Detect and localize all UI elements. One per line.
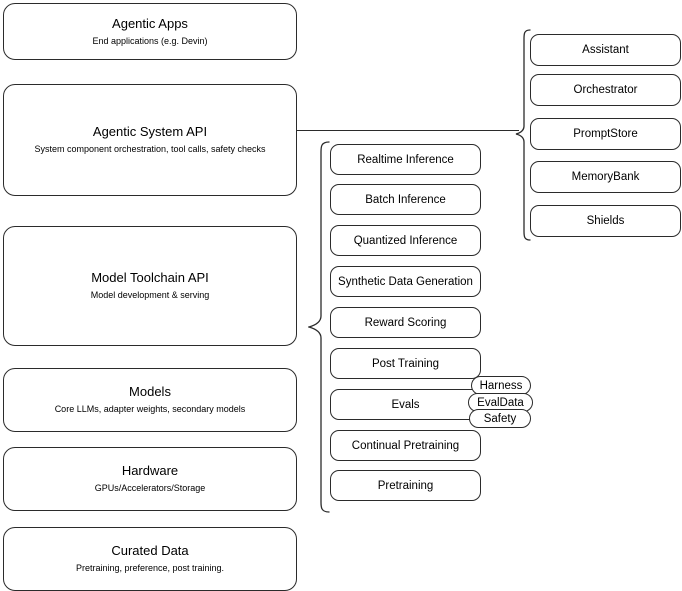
toolchain-item-pretraining[interactable]: Pretraining	[330, 470, 481, 501]
layer-subtitle: GPUs/Accelerators/Storage	[94, 483, 206, 493]
toolchain-item-post-training[interactable]: Post Training	[330, 348, 481, 379]
layer-curated-data[interactable]: Curated Data Pretraining, preference, po…	[3, 527, 297, 591]
layer-title: Agentic System API	[92, 124, 208, 139]
layer-title: Hardware	[121, 463, 179, 478]
layer-subtitle: End applications (e.g. Devin)	[92, 35, 208, 46]
system-item-assistant[interactable]: Assistant	[530, 34, 681, 66]
layer-title: Models	[129, 384, 171, 399]
toolchain-item-continual-pretraining[interactable]: Continual Pretraining	[330, 430, 481, 461]
toolchain-item-batch-inference[interactable]: Batch Inference	[330, 184, 481, 215]
evals-pill-evaldata[interactable]: EvalData	[468, 393, 533, 412]
toolchain-group-brace	[308, 141, 330, 513]
system-components-group-brace	[515, 29, 531, 241]
toolchain-item-realtime-inference[interactable]: Realtime Inference	[330, 144, 481, 175]
layer-subtitle: System component orchestration, tool cal…	[34, 144, 266, 154]
layer-title: Curated Data	[111, 543, 189, 558]
layer-title: Agentic Apps	[112, 15, 188, 31]
layer-title: Model Toolchain API	[91, 270, 209, 285]
toolchain-item-quantized-inference[interactable]: Quantized Inference	[330, 225, 481, 256]
evals-pill-safety[interactable]: Safety	[469, 409, 531, 428]
system-item-orchestrator[interactable]: Orchestrator	[530, 74, 681, 106]
layer-agentic-system-api[interactable]: Agentic System API System component orch…	[3, 84, 297, 196]
layer-model-toolchain-api[interactable]: Model Toolchain API Model development & …	[3, 226, 297, 346]
layer-subtitle: Pretraining, preference, post training.	[75, 563, 225, 573]
layer-hardware[interactable]: Hardware GPUs/Accelerators/Storage	[3, 447, 297, 511]
layer-subtitle: Core LLMs, adapter weights, secondary mo…	[54, 404, 246, 414]
system-item-memorybank[interactable]: MemoryBank	[530, 161, 681, 193]
connector-system-api-to-components	[297, 130, 519, 131]
toolchain-item-evals[interactable]: Evals	[330, 389, 481, 420]
system-item-promptstore[interactable]: PromptStore	[530, 118, 681, 150]
layer-subtitle: Model development & serving	[90, 290, 210, 300]
toolchain-item-reward-scoring[interactable]: Reward Scoring	[330, 307, 481, 338]
layer-models[interactable]: Models Core LLMs, adapter weights, secon…	[3, 368, 297, 432]
layer-agentic-apps[interactable]: Agentic Apps End applications (e.g. Devi…	[3, 3, 297, 60]
toolchain-item-synthetic-data-generation[interactable]: Synthetic Data Generation	[330, 266, 481, 297]
system-item-shields[interactable]: Shields	[530, 205, 681, 237]
